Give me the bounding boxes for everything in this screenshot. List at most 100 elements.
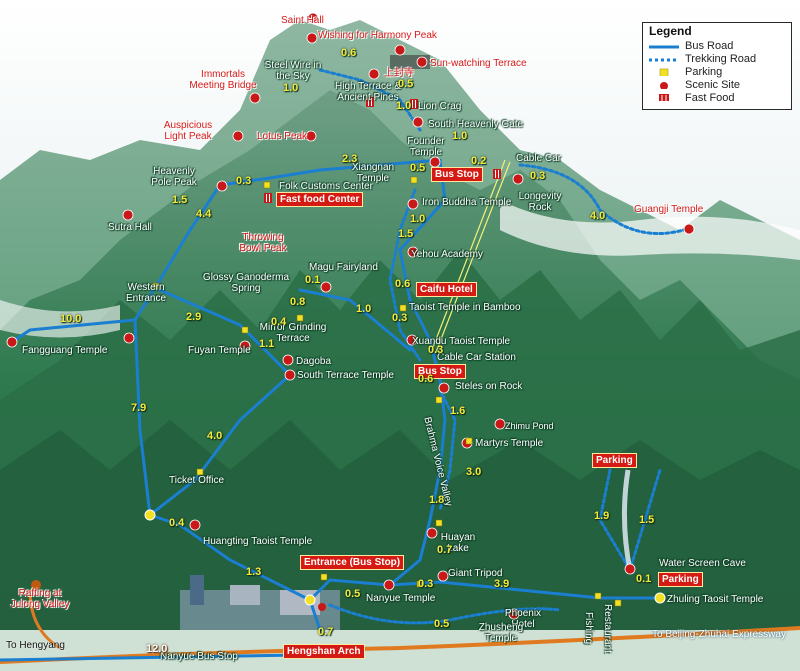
distance: 7.9 bbox=[131, 402, 147, 414]
junction-marker bbox=[144, 509, 156, 521]
distance: 1.1 bbox=[259, 338, 275, 350]
box-hengshan-arch: Hengshan Arch bbox=[283, 644, 365, 659]
distance: 4.0 bbox=[590, 210, 606, 222]
fast-food-icon bbox=[410, 99, 418, 109]
label-xuandu-taoist-temple: Xuandu Taoist Temple bbox=[412, 336, 511, 347]
scenic-site-marker bbox=[239, 340, 251, 352]
label-longevity-rock: Longevity Rock bbox=[518, 191, 562, 213]
scenic-site-marker bbox=[123, 332, 135, 344]
distance: 0.6 bbox=[341, 47, 357, 59]
legend-scenic-site-label: Scenic Site bbox=[685, 79, 741, 91]
scenic-site-marker bbox=[508, 608, 520, 620]
distance: 1.5 bbox=[398, 228, 414, 240]
distance: 1.0 bbox=[356, 303, 372, 315]
scenic-site-marker bbox=[406, 334, 418, 346]
label-restaurant: Restaurant bbox=[602, 604, 613, 653]
scenic-site-marker bbox=[407, 246, 419, 258]
scenic-site-marker bbox=[624, 563, 636, 575]
parking-marker bbox=[435, 396, 443, 404]
box-parking-bottom: Parking bbox=[658, 572, 703, 587]
label-to-hengyang: To Hengyang bbox=[6, 640, 65, 651]
parking-marker bbox=[196, 468, 204, 476]
distance: 4.4 bbox=[196, 208, 212, 220]
parking-square-icon bbox=[659, 68, 669, 76]
label-lotus-peak: Lotus Peak bbox=[257, 131, 308, 142]
bus-road-icon bbox=[649, 45, 679, 49]
legend: Legend Bus Road Trekking Road Parking Sc… bbox=[642, 22, 792, 110]
distance: 1.5 bbox=[172, 194, 188, 206]
label-shangfeng-temple-sign: 上封寺 bbox=[384, 68, 414, 79]
label-wishing-peak: Wishing for Harmony Peak bbox=[318, 30, 437, 41]
scenic-site-marker bbox=[394, 44, 406, 56]
distance: 0.3 bbox=[236, 175, 252, 187]
scenic-site-marker bbox=[307, 12, 319, 24]
label-xiangnan-temple: Xiangnan Temple bbox=[351, 162, 395, 184]
label-immortals-bridge: Immortals Meeting Bridge bbox=[189, 69, 257, 91]
parking-marker bbox=[435, 519, 443, 527]
scenic-site-marker bbox=[512, 173, 524, 185]
label-fishing: Fishing bbox=[583, 612, 594, 645]
distance: 1.6 bbox=[450, 405, 466, 417]
parking-marker bbox=[296, 314, 304, 322]
scenic-site-marker bbox=[282, 354, 294, 366]
label-guangji-temple: Guangji Temple bbox=[634, 204, 704, 215]
label-dagoba: Dagoba bbox=[296, 356, 332, 367]
label-rafting: Rafting at Julong Valley bbox=[10, 588, 70, 610]
box-bus-stop-top: Bus Stop bbox=[431, 167, 483, 182]
label-lion-crag: Lion Crag bbox=[418, 101, 462, 112]
scenic-site-marker bbox=[306, 32, 318, 44]
parking-marker bbox=[614, 599, 622, 607]
distance: 0.5 bbox=[345, 588, 361, 600]
parking-marker bbox=[399, 304, 407, 312]
distance: 0.6 bbox=[418, 373, 434, 385]
distance: 3.9 bbox=[494, 578, 510, 590]
label-fangguang-temple: Fangguang Temple bbox=[22, 345, 108, 356]
scenic-site-marker bbox=[189, 519, 201, 531]
parking-marker bbox=[410, 176, 418, 184]
parking-marker bbox=[263, 181, 271, 189]
label-zhuling-temple: Zhuling Taosit Temple bbox=[667, 594, 764, 605]
distance: 1.0 bbox=[396, 100, 412, 112]
label-throwing-bowl-peak: Throwing Bowl Peak bbox=[239, 232, 287, 254]
distance: 0.3 bbox=[428, 344, 444, 356]
legend-trekking-road-label: Trekking Road bbox=[685, 53, 757, 65]
label-nanyue-bus-stop: Nanyue Bus Stop bbox=[160, 651, 238, 662]
junction-marker bbox=[654, 592, 666, 604]
distance: 10.0 bbox=[60, 313, 82, 325]
distance: 2.3 bbox=[342, 153, 358, 165]
label-huangting-taoist-temple: Huangting Taoist Temple bbox=[203, 536, 313, 547]
rafting-marker bbox=[31, 580, 41, 590]
distance: 0.6 bbox=[395, 278, 411, 290]
scenic-site-marker bbox=[320, 281, 332, 293]
scenic-site-marker bbox=[407, 198, 419, 210]
distance: 1.9 bbox=[594, 510, 610, 522]
parking-marker bbox=[152, 282, 160, 290]
distance: 0.8 bbox=[290, 296, 306, 308]
label-south-heavenly-gate: South Heavenly Gate bbox=[428, 119, 524, 130]
scenic-site-marker bbox=[383, 579, 395, 591]
distance: 1.5 bbox=[639, 514, 655, 526]
scenic-site-marker bbox=[249, 92, 261, 104]
scenic-site-marker bbox=[122, 209, 134, 221]
label-martyrs-temple: Martyrs Temple bbox=[475, 438, 544, 449]
scenic-site-marker bbox=[683, 223, 695, 235]
legend-title: Legend bbox=[649, 24, 692, 38]
label-founder-temple: Founder Temple bbox=[407, 136, 445, 158]
distance: 4.0 bbox=[207, 430, 223, 442]
label-zhusheng-temple: Zhusheng Temple bbox=[478, 622, 524, 644]
scenic-site-marker bbox=[216, 180, 228, 192]
label-heavenly-pole-peak: Heavenly Pole Peak bbox=[151, 166, 197, 188]
parking-marker bbox=[594, 592, 602, 600]
label-sun-watching-terrace: Sun-watching Terrace bbox=[430, 58, 527, 69]
distance: 2.9 bbox=[186, 311, 202, 323]
label-taoist-temple-bamboo: Taoist Temple in Bamboo bbox=[409, 302, 521, 313]
label-mirror-grinding-terrace: Mirror Grinding Terrace bbox=[259, 322, 327, 344]
parking-marker bbox=[416, 580, 424, 588]
scenic-site-marker bbox=[494, 418, 506, 430]
box-fast-food-center: Fast food Center bbox=[276, 192, 364, 207]
label-nanyue-temple: Nanyue Temple bbox=[366, 593, 436, 604]
distance: 0.7 bbox=[437, 544, 453, 556]
distance: 1.0 bbox=[410, 213, 426, 225]
